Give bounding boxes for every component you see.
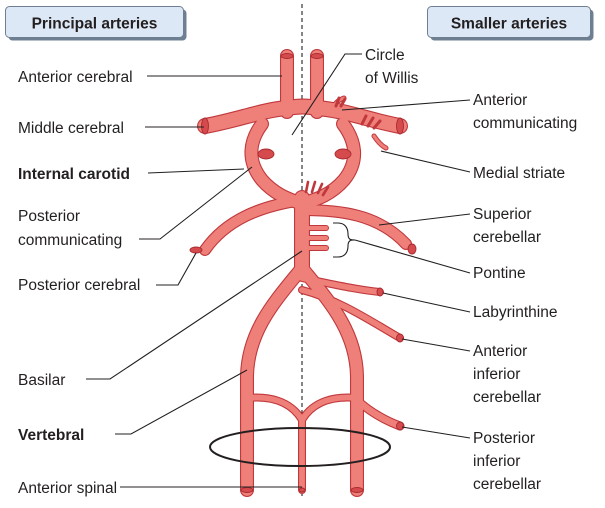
label-basilar: Basilar [18,372,65,389]
label-medial-striate: Medial striate [473,165,565,182]
label-posterior-inferior-cerebellar-line3: cerebellar [473,476,541,493]
label-posterior-communicating-line1: Posterior [18,208,80,225]
header-principal-arteries: Principal arteries [6,7,187,41]
label-pontine: Pontine [473,265,526,282]
label-anterior-inferior-cerebellar-line2: inferior [473,366,520,383]
label-circle-of-willis-line1: Circle [365,47,405,64]
label-anterior-communicating-line2: communicating [473,115,577,132]
label-posterior-cerebral: Posterior cerebral [18,277,140,294]
leader-lines [86,54,470,487]
label-posterior-inferior-cerebellar-line1: Posterior [473,430,535,447]
header-smaller-arteries: Smaller arteries [428,7,594,41]
principal-arteries-title: Principal arteries [32,16,158,33]
label-labyrinthine: Labyrinthine [473,304,557,321]
label-posterior-inferior-cerebellar-line2: inferior [473,453,520,470]
label-anterior-communicating-line1: Anterior [473,92,527,109]
smaller-arteries-title: Smaller arteries [451,16,567,33]
label-anterior-cerebral: Anterior cerebral [18,69,133,86]
label-anterior-inferior-cerebellar-line1: Anterior [473,343,527,360]
label-middle-cerebral: Middle cerebral [18,120,124,137]
arterial-tree [190,54,416,493]
label-anterior-spinal: Anterior spinal [18,480,117,497]
label-superior-cerebellar-line2: cerebellar [473,229,541,246]
label-internal-carotid: Internal carotid [18,166,130,183]
label-anterior-inferior-cerebellar-line3: cerebellar [473,389,541,406]
label-circle-of-willis-line2: of Willis [365,70,419,87]
label-vertebral: Vertebral [18,427,84,444]
label-posterior-communicating-line2: communicating [18,232,122,249]
label-superior-cerebellar-line1: Superior [473,206,532,223]
